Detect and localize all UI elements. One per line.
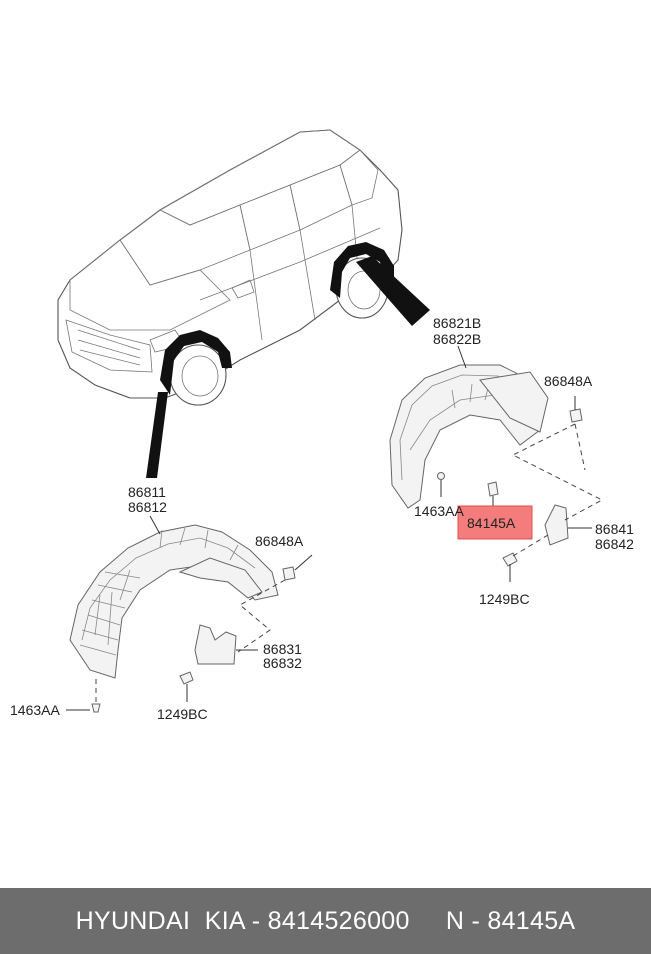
highlight-box [457, 505, 533, 540]
label-rear-clip: 86848A [544, 373, 593, 389]
label-front-guard-1: 86811 [128, 484, 166, 500]
label-front-bolt: 1249BC [157, 706, 208, 722]
suv-illustration [57, 129, 430, 478]
front-wheel-guard-marker [160, 330, 232, 395]
label-rear-screw: 1463AA [414, 503, 464, 519]
front-clip-86848a [282, 554, 313, 581]
label-front-guard-2: 86812 [128, 499, 167, 515]
front-mud-flap [194, 624, 258, 665]
label-rear-flap-2: 86842 [595, 536, 634, 552]
front-screw-1463aa [66, 675, 101, 713]
label-front-clip: 86848A [255, 533, 304, 549]
label-front-screw: 1463AA [10, 702, 60, 718]
rear-clip-86848a [569, 396, 583, 423]
label-rear-guard-1: 86821B [433, 315, 481, 331]
label-front-flap-2: 86832 [263, 655, 302, 671]
label-rear-bolt: 1249BC [479, 591, 530, 607]
front-bolt-1249bc [179, 671, 194, 702]
rear-mud-flap [544, 504, 592, 546]
front-wheel-guard-part [69, 524, 279, 679]
label-front-flap-1: 86831 [263, 641, 302, 657]
rear-wheel-guard-part [389, 364, 549, 509]
rear-screw-1463aa [437, 472, 445, 497]
label-rear-guard-2: 86822B [433, 331, 481, 347]
parts-diagram: 86821B 86822B 86848A 1463AA 84145A 86841… [10, 129, 634, 722]
rear-bolt-1249bc [502, 534, 549, 582]
part-number-footer: HYUNDAI KIA - 8414526000 N - 84145A [0, 888, 651, 954]
rear-wheel-guard-marker [330, 242, 394, 298]
label-rear-flap-1: 86841 [595, 521, 634, 537]
label-highlight-nut: 84145A [467, 515, 516, 531]
